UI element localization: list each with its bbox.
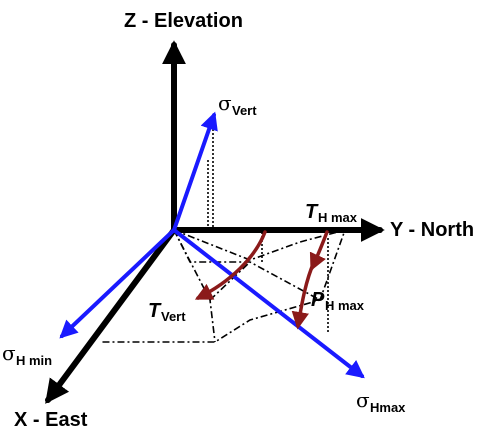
sigma-vert-symbol: σ	[218, 91, 232, 115]
floor-inner-2	[173, 229, 346, 261]
sigma-hmin-symbol: σ	[2, 341, 16, 365]
sigma-hmin-sub: H min	[16, 353, 52, 368]
t-hmax-sub: H max	[318, 210, 358, 225]
floor-polygon	[100, 229, 347, 343]
sigma-hmax-vector	[172, 228, 365, 379]
t-vert-symbol: T	[148, 300, 162, 322]
x-axis	[45, 227, 177, 404]
sigma-hmin-label: σ H min	[2, 341, 52, 368]
floor-inner-4	[209, 261, 251, 301]
sigma-hmax-symbol: σ	[356, 388, 370, 412]
x-axis-label: X - East	[14, 409, 88, 431]
sigma-vert-sub: Vert	[232, 103, 257, 118]
t-hmax-symbol: T	[305, 201, 319, 223]
axes	[45, 40, 385, 404]
p-hmax-sub: H max	[325, 298, 365, 313]
t-vert-arc	[194, 230, 267, 300]
y-axis-label: Y - North	[390, 219, 474, 241]
p-hmax-symbol: P	[311, 289, 325, 311]
t-vert-sub: Vert	[161, 309, 186, 324]
sigma-hmin-vector	[59, 228, 176, 339]
sigma-hmax-label: σ Hmax	[356, 388, 406, 415]
stress-vectors	[59, 111, 365, 379]
sigma-hmax-sub: Hmax	[370, 400, 406, 415]
p-hmax-arc	[291, 260, 316, 330]
sigma-vert-vector	[172, 111, 218, 232]
floor-inner-3	[173, 229, 321, 301]
t-hmax-label: T H max	[305, 201, 358, 225]
p-hmax-label: P H max	[311, 289, 365, 313]
rotation-arcs	[194, 230, 329, 330]
t-vert-label: T Vert	[148, 300, 186, 324]
construction-lines	[100, 117, 347, 343]
sigma-vert-label: σ Vert	[218, 91, 257, 118]
z-axis-label: Z - Elevation	[124, 10, 243, 32]
